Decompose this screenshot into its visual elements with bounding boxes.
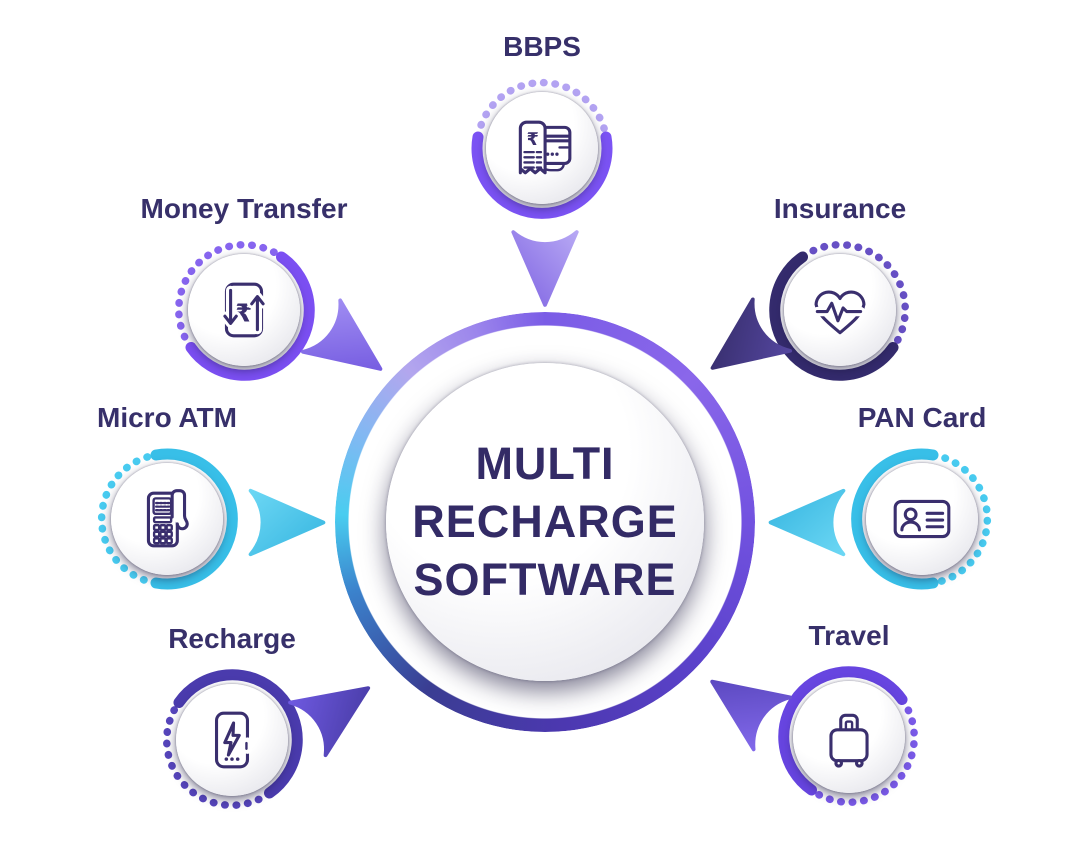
satellite-travel: Travel — [774, 620, 924, 812]
travel-ring — [778, 666, 918, 806]
micro-atm-ring — [97, 448, 238, 590]
center-title-line: RECHARGE — [412, 496, 678, 547]
money-transfer-rupee-icon: ₹ — [220, 282, 268, 338]
satellite-micro-atm: Micro ATM — [92, 402, 242, 594]
satellite-money-transfer: Money Transfer ₹ — [141, 193, 347, 385]
micro-atm-label: Micro ATM — [97, 402, 237, 433]
center-title-line: MULTI — [475, 438, 615, 489]
recharge-phone-lightning-icon — [214, 711, 253, 769]
center-title-line: SOFTWARE — [413, 554, 677, 605]
arrow-insurance-to-center — [710, 297, 793, 370]
svg-text:₹: ₹ — [527, 130, 539, 150]
arrow-micro-atm-to-center — [248, 488, 326, 557]
satellite-insurance: Insurance — [765, 193, 915, 385]
satellite-bbps: BBPS ₹ — [467, 31, 617, 223]
arrow-pan-card-to-center — [768, 488, 846, 557]
pan-card-label: PAN Card — [857, 402, 987, 433]
travel-suitcase-icon — [829, 713, 869, 768]
pan-card-ring — [851, 448, 992, 590]
arrow-travel-to-center — [710, 679, 792, 752]
arrow-bbps-to-center — [511, 230, 579, 307]
recharge-label: Recharge — [168, 623, 296, 654]
pan-card-id-icon — [893, 499, 951, 539]
insurance-ring — [769, 241, 909, 381]
micro-atm-pos-terminal-icon — [146, 489, 189, 548]
insurance-heart-pulse-icon — [812, 290, 866, 335]
money-transfer-ring — [175, 241, 315, 381]
recharge-ring — [163, 669, 303, 809]
travel-label: Travel — [808, 620, 890, 651]
insurance-label: Insurance — [773, 193, 907, 224]
arrow-recharge-to-center — [288, 686, 371, 758]
bbps-ring — [471, 78, 613, 219]
bbps-bill-payment-icon: ₹ — [518, 120, 572, 175]
bbps-label: BBPS — [503, 31, 581, 62]
center-circle: MULTI RECHARGE SOFTWARE — [386, 363, 704, 681]
center-title: MULTI RECHARGE SOFTWARE — [412, 435, 678, 609]
arrow-money-transfer-to-center — [300, 298, 383, 371]
money-transfer-label: Money Transfer — [140, 193, 348, 224]
satellite-pan-card: PAN Card — [847, 402, 997, 594]
satellite-recharge: Recharge — [157, 623, 307, 815]
